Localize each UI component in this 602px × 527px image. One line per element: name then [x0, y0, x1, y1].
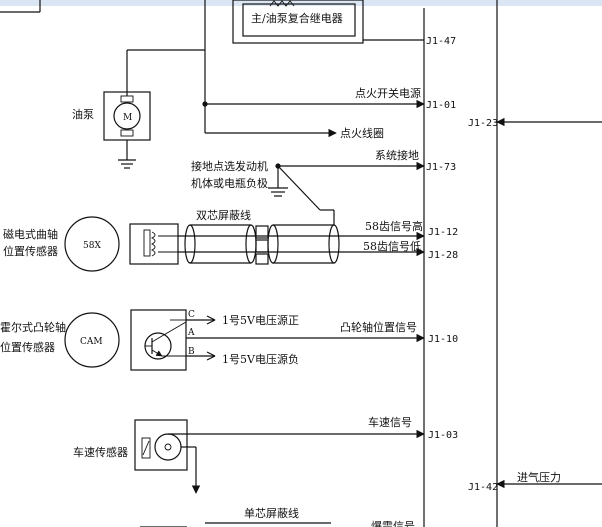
ground-note-line1: 接地点选发动机	[191, 159, 268, 173]
relay-box: 主/油泵复合继电器	[232, 0, 364, 44]
wire-ignition-power: 点火开关电源 J1-01	[202, 86, 456, 111]
v5-pos-label: 1号5V电压源正	[222, 313, 299, 327]
wire-j1-47: J1-47	[363, 36, 456, 47]
twin-shield-label: 双芯屏蔽线	[196, 208, 251, 222]
single-shield-label: 单芯屏蔽线	[244, 506, 299, 520]
cam-wheel-label: CAM	[80, 337, 103, 347]
pin-j1-42: J1-42	[468, 482, 498, 493]
pump-label: 油泵	[72, 107, 94, 121]
pin-j1-01: J1-01	[426, 100, 456, 111]
crank-wheel-label: 58X	[83, 241, 101, 251]
wire-ignition-coil: 点火线圈	[205, 126, 384, 140]
system-ground: 系统接地 J1-73 接地点选发动机 机体或电瓶负极	[191, 149, 456, 225]
twin-shield-cable: 双芯屏蔽线 58齿信号高 58齿信号低 J1-12 J1-28	[178, 208, 458, 265]
crank-label-line1: 磁电式曲轴	[3, 227, 58, 241]
wire-pump-feed	[126, 0, 206, 133]
pin-j1-28: J1-28	[428, 250, 458, 261]
pin-j1-23: J1-23	[468, 118, 498, 129]
single-shield-cable: 单芯屏蔽线 爆震信号	[140, 506, 415, 527]
cam-pin-b: B	[188, 347, 195, 357]
speed-sensor-label: 车速传感器	[73, 445, 128, 459]
cam-label-line2: 位置传感器	[0, 340, 55, 354]
ground-note-line2: 机体或电瓶负极	[191, 176, 268, 190]
intake-pressure-label: 进气压力	[517, 470, 561, 484]
sig58-high-label: 58齿信号高	[365, 219, 423, 233]
sig58-low-label: 58齿信号低	[363, 240, 421, 253]
crank-sensor: 58X 磁电式曲轴 位置传感器	[3, 216, 179, 272]
pin-j1-10: J1-10	[428, 334, 458, 345]
fuel-pump-motor: M 油泵	[72, 91, 151, 169]
crank-label-line2: 位置传感器	[3, 244, 58, 258]
cam-signal-label: 凸轮轴位置信号	[340, 320, 417, 334]
motor-symbol: M	[123, 113, 132, 123]
pin-j1-73: J1-73	[426, 162, 456, 173]
right-inputs: J1-23 J1-42 进气压力	[468, 117, 602, 493]
cam-pin-c: C	[188, 310, 195, 320]
corner-frame	[0, 0, 41, 13]
cam-label-line1: 霍尔式凸轮轴	[0, 320, 66, 334]
ignition-power-label: 点火开关电源	[355, 86, 421, 100]
speed-sensor: 车速信号 J1-03 车速传感器	[73, 415, 458, 494]
pin-j1-47: J1-47	[426, 36, 456, 47]
relay-label: 主/油泵复合继电器	[251, 11, 343, 25]
speed-signal-label: 车速信号	[368, 415, 412, 429]
knock-signal-label: 爆震信号	[371, 519, 415, 527]
ecu-bus-lines	[423, 0, 498, 527]
pin-j1-03: J1-03	[428, 430, 458, 441]
window-top-strip	[0, 0, 602, 6]
pin-j1-12: J1-12	[428, 227, 458, 238]
cam-pin-a: A	[187, 328, 195, 338]
cam-sensor: CAM C A B 1号5V电压源正 凸轮轴位置信号 J1-10 1号5V电压源…	[0, 309, 458, 371]
v5-neg-label: 1号5V电压源负	[222, 352, 299, 366]
system-ground-label: 系统接地	[375, 149, 419, 162]
ignition-coil-label: 点火线圈	[340, 126, 384, 140]
